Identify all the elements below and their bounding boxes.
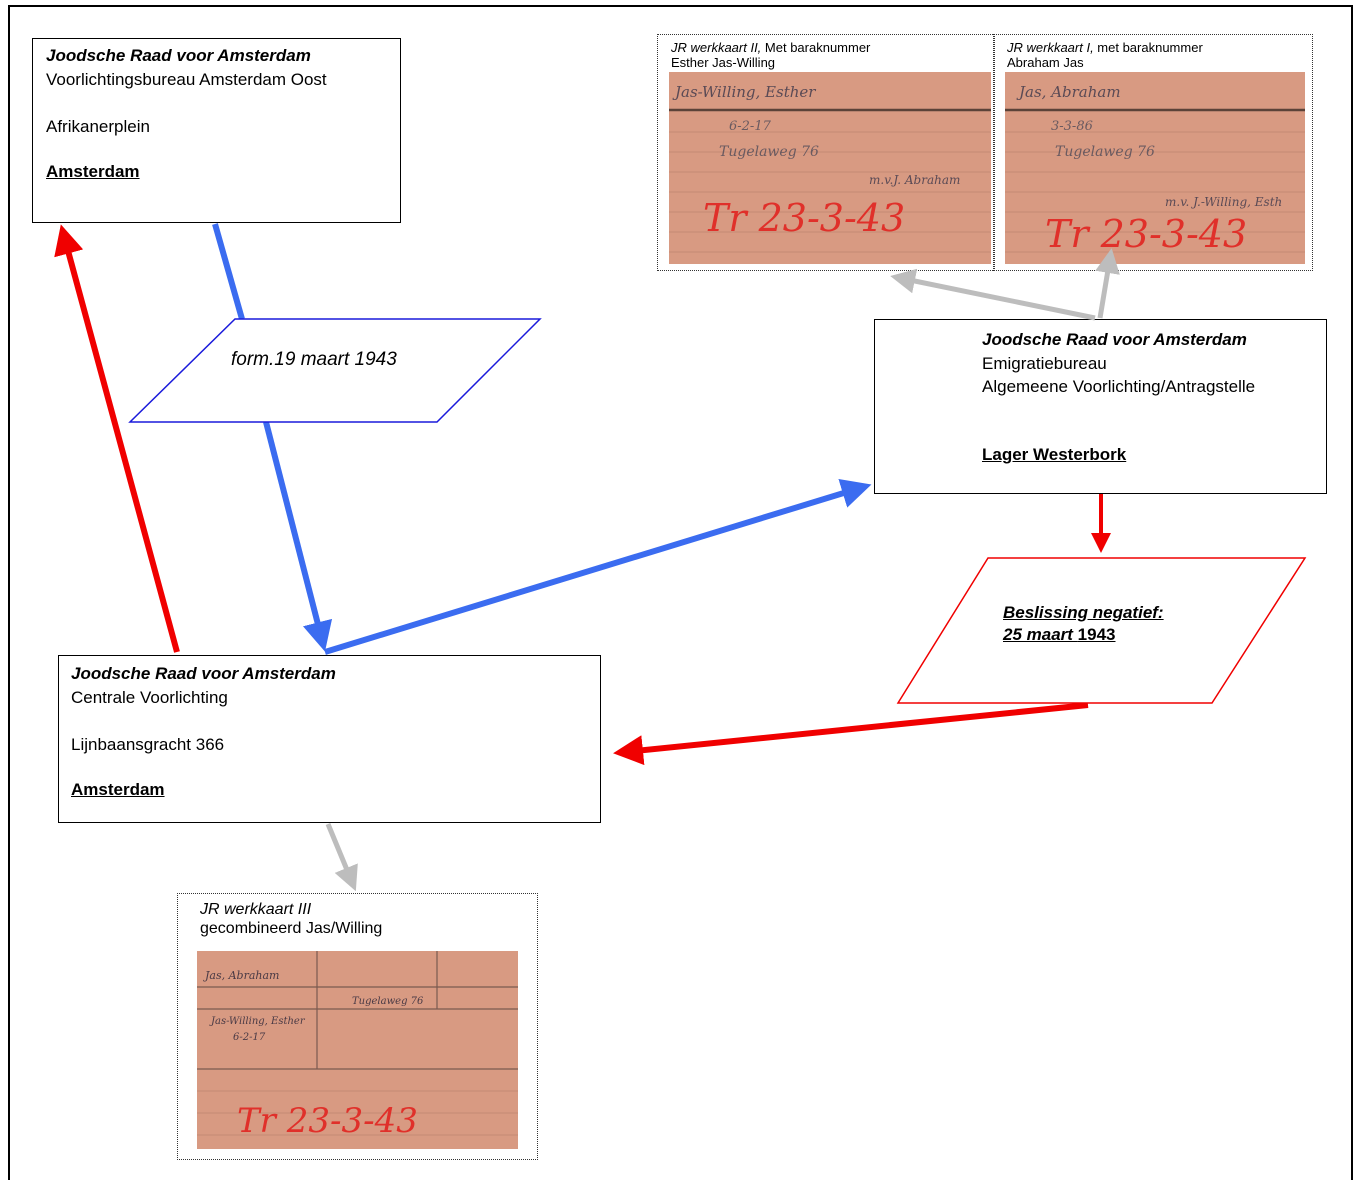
node-emigratiebureau-westerbork: Joodsche Raad voor Amsterdam Emigratiebu… — [874, 319, 1327, 494]
card-caption: JR werkkaart I, met baraknummer — [1007, 40, 1203, 55]
node-line2: Algemeene Voorlichting/Antragstelle — [982, 377, 1256, 396]
arrow-grey-centrale-to-card-iii — [325, 823, 358, 892]
node-line2: Lijnbaansgracht 366 — [71, 735, 225, 754]
node-title: Joodsche Raad voor Amsterdam — [46, 46, 311, 65]
node-city: Amsterdam — [46, 162, 140, 181]
card-caption: JR werkkaart III — [200, 901, 312, 918]
form-date-label: form.19 maart 1943 — [231, 349, 397, 370]
card-frame-werkkaart-ii: JR werkkaart II, Met baraknummer Esther … — [657, 34, 995, 271]
card-handwriting-red: Tr 23-3-43 — [1045, 212, 1248, 256]
card-handwriting: Tugelaweg 76 — [719, 144, 819, 160]
card-handwriting: m.v. J.-Willing, Esth — [1165, 195, 1283, 209]
arrow-red-centrale-to-oost — [54, 224, 180, 653]
node-line1: Emigratiebureau — [982, 354, 1107, 373]
node-line1: Voorlichtingsbureau Amsterdam Oost — [46, 70, 327, 89]
arrow-red-decision-to-centrale — [613, 702, 1089, 766]
page-frame — [8, 5, 1353, 1180]
card-handwriting: Tugelaweg 76 — [352, 996, 424, 1007]
werkkaart-iii-image: Jas, Abraham Jas-Willing, Esther 6-2-17 … — [197, 951, 518, 1149]
node-city: Amsterdam — [71, 780, 165, 799]
card-handwriting: 3-3-86 — [1051, 119, 1093, 134]
node-title: Joodsche Raad voor Amsterdam — [71, 664, 336, 683]
card-handwriting-red: Tr 23-3-43 — [237, 1101, 418, 1141]
werkkaart-i-lines — [1005, 108, 1305, 253]
decision-line2: 25 maart 1943 — [1003, 625, 1116, 644]
card-frame-werkkaart-iii: JR werkkaart III gecombineerd Jas/Willin… — [177, 893, 538, 1160]
werkkaart-ii-lines — [669, 108, 991, 253]
card-frame-werkkaart-i: JR werkkaart I, met baraknummer Abraham … — [993, 34, 1313, 271]
werkkaart-ii-image: Jas-Willing, Esther 6-2-17 Tugelaweg 76 … — [669, 72, 991, 264]
node-city: Lager Westerbork — [982, 445, 1127, 464]
arrow-grey-westerbork-to-card-ii — [890, 268, 1096, 321]
decision-parallelogram-red — [896, 557, 1307, 704]
card-handwriting: Jas, Abraham — [1019, 83, 1121, 101]
card-handwriting-red: Tr 23-3-43 — [703, 196, 906, 240]
werkkaart-iii-lines — [197, 951, 518, 1136]
decision-line1: Beslissing negatief: — [1003, 603, 1164, 622]
card-name: gecombineerd Jas/Willing — [200, 920, 383, 937]
arrow-grey-westerbork-to-card-i — [1095, 248, 1120, 319]
card-handwriting: 6-2-17 — [233, 1032, 266, 1043]
node-voorlichtingsbureau-oost: Joodsche Raad voor Amsterdam Voorlichtin… — [32, 38, 401, 223]
node-line2: Afrikanerplein — [46, 117, 150, 136]
werkkaart-i-image: Jas, Abraham 3-3-86 Tugelaweg 76 m.v. J.… — [1005, 72, 1305, 264]
card-handwriting: Jas, Abraham — [205, 969, 280, 982]
form-parallelogram-blue — [128, 318, 542, 423]
node-line1: Centrale Voorlichting — [71, 688, 228, 707]
card-handwriting: 6-2-17 — [729, 119, 771, 134]
card-handwriting: Jas-Willing, Esther — [675, 83, 816, 101]
node-centrale-voorlichting: Joodsche Raad voor Amsterdam Centrale Vo… — [58, 655, 601, 823]
card-name: Esther Jas-Willing — [671, 55, 776, 70]
card-name: Abraham Jas — [1007, 55, 1084, 70]
card-handwriting: Tugelaweg 76 — [1055, 144, 1155, 160]
node-title: Joodsche Raad voor Amsterdam — [982, 330, 1247, 349]
card-caption: JR werkkaart II, Met baraknummer — [671, 40, 871, 55]
arrow-blue-form-to-centrale — [263, 421, 333, 652]
card-handwriting: m.v.J. Abraham — [869, 173, 961, 187]
arrow-blue-centrale-to-westerbork — [324, 478, 872, 655]
card-handwriting: Jas-Willing, Esther — [211, 1016, 305, 1027]
connector-blue-oost-to-form — [212, 223, 245, 320]
